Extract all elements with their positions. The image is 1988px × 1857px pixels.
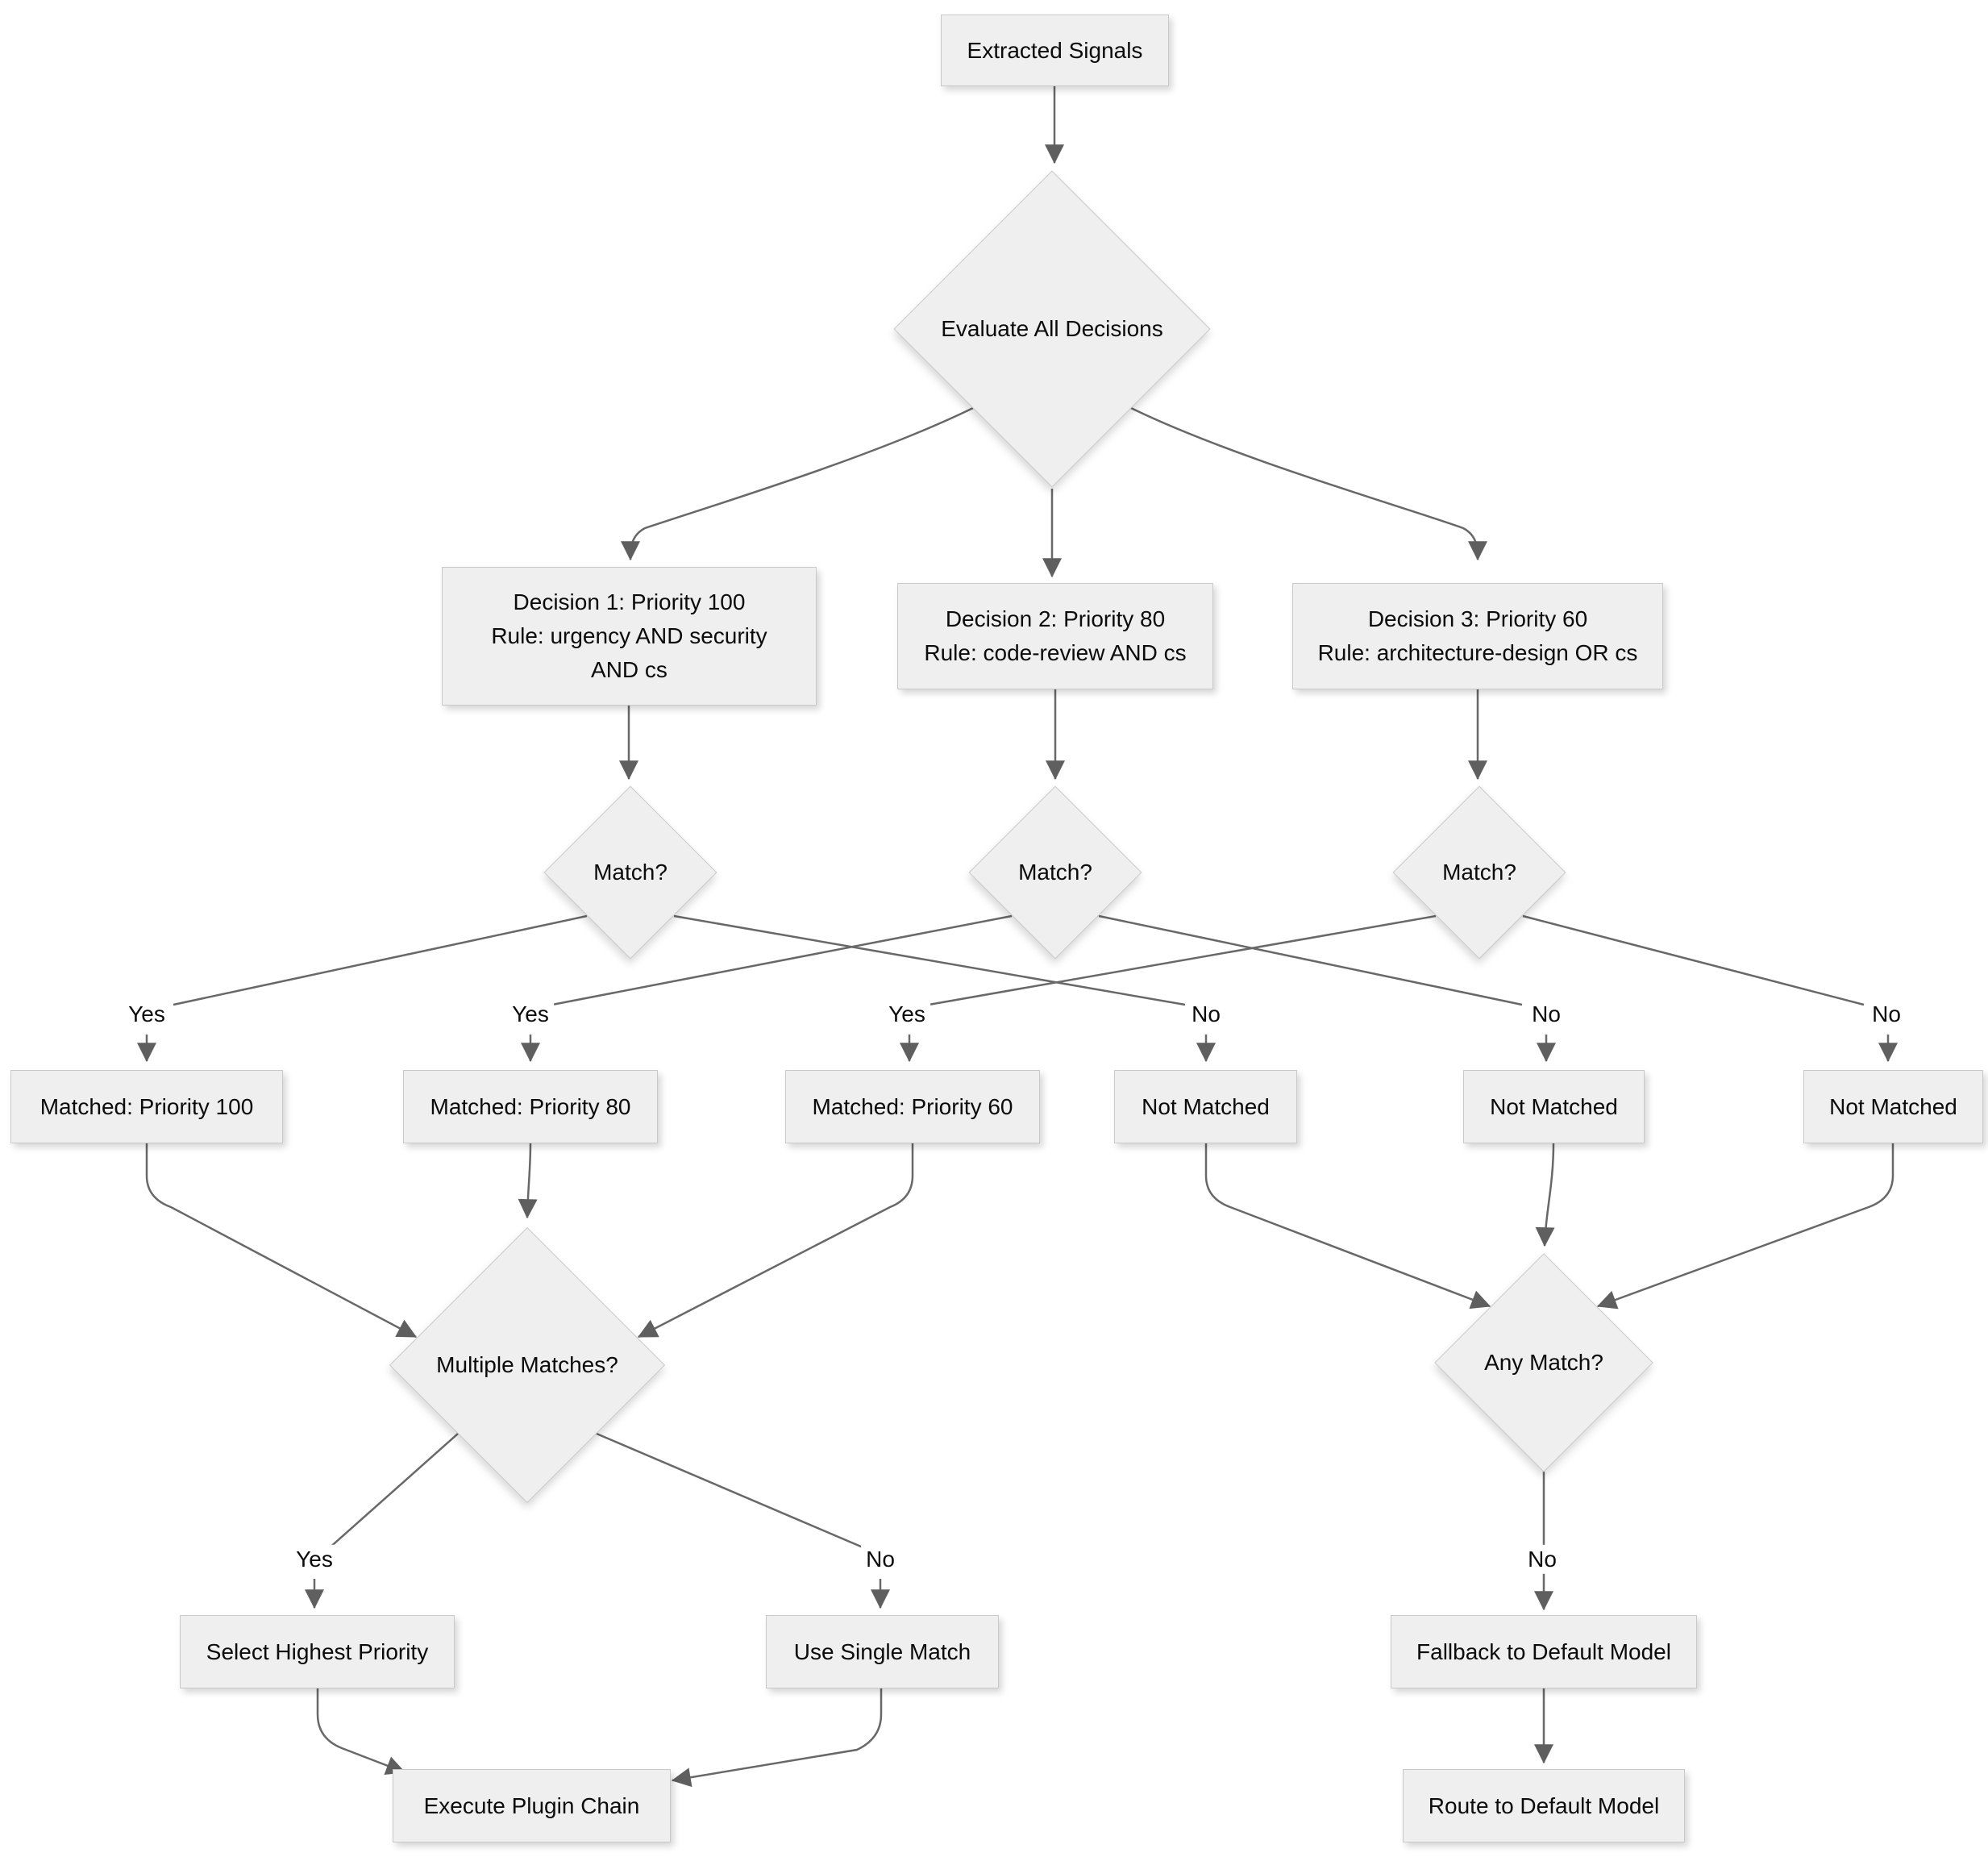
edge-label-match1-no: No bbox=[1187, 999, 1225, 1030]
node-label: Use Single Match bbox=[793, 1638, 971, 1664]
edge-match1-yes-diagonal bbox=[173, 914, 588, 1006]
edge-label-match2-no: No bbox=[1527, 999, 1566, 1030]
node-label: Not Matched bbox=[1490, 1093, 1618, 1119]
node-label-line1: Decision 3: Priority 60 bbox=[1367, 606, 1588, 631]
node-decision-2: Decision 2: Priority 80 Rule: code-revie… bbox=[897, 583, 1213, 689]
node-label: Execute Plugin Chain bbox=[423, 1792, 640, 1818]
edge-match3-no-diagonal bbox=[1522, 914, 1865, 1006]
node-not-matched-2: Not Matched bbox=[1463, 1070, 1645, 1143]
edge-multi-yes-diagonal bbox=[327, 1433, 459, 1550]
node-match-1: Match? bbox=[543, 785, 717, 960]
edge-matched80-multi bbox=[518, 1143, 538, 1219]
node-label-line2: Rule: urgency AND security bbox=[491, 623, 767, 648]
edge-evaluate-decision3 bbox=[1130, 406, 1487, 561]
edge-matched100-multi bbox=[145, 1143, 418, 1339]
node-route-default-model: Route to Default Model bbox=[1403, 1769, 1685, 1842]
node-label: Extracted Signals bbox=[967, 37, 1143, 63]
node-label-line2: Rule: code-review AND cs bbox=[924, 640, 1187, 665]
node-matched-priority-80: Matched: Priority 80 bbox=[403, 1070, 658, 1143]
node-fallback-default-model: Fallback to Default Model bbox=[1391, 1615, 1697, 1688]
node-label: Matched: Priority 80 bbox=[430, 1093, 631, 1119]
node-any-match: Any Match? bbox=[1434, 1253, 1653, 1472]
edge-match3-yes-diagonal bbox=[928, 914, 1437, 1006]
node-extracted-signals: Extracted Signals bbox=[941, 15, 1169, 86]
edge-evaluate-decision1 bbox=[621, 406, 974, 561]
node-label-line3: AND cs bbox=[591, 657, 668, 682]
node-label-line1: Decision 2: Priority 80 bbox=[945, 606, 1166, 631]
node-not-matched-3: Not Matched bbox=[1803, 1070, 1983, 1143]
node-decision-1: Decision 1: Priority 100 Rule: urgency A… bbox=[442, 567, 817, 706]
edge-multi-no-diagonal bbox=[596, 1432, 867, 1551]
node-label: Matched: Priority 60 bbox=[812, 1093, 1013, 1119]
node-select-highest-priority: Select Highest Priority bbox=[180, 1615, 455, 1688]
edge-match2-no-diagonal bbox=[1098, 914, 1523, 1006]
edge-selecthighest-execute bbox=[316, 1688, 406, 1776]
node-match-3: Match? bbox=[1392, 785, 1566, 960]
node-label: Match? bbox=[1442, 860, 1516, 885]
node-multiple-matches: Multiple Matches? bbox=[389, 1226, 666, 1504]
node-decision-3: Decision 3: Priority 60 Rule: architectu… bbox=[1292, 583, 1663, 689]
node-use-single-match: Use Single Match bbox=[766, 1615, 999, 1688]
node-match-2: Match? bbox=[968, 785, 1142, 960]
edge-label-match3-no: No bbox=[1867, 999, 1906, 1030]
edge-label-any-no: No bbox=[1523, 1544, 1562, 1575]
node-evaluate-all-decisions: Evaluate All Decisions bbox=[893, 170, 1211, 488]
node-execute-plugin-chain: Execute Plugin Chain bbox=[393, 1769, 671, 1842]
node-label: Not Matched bbox=[1142, 1093, 1270, 1119]
node-label: Select Highest Priority bbox=[206, 1638, 429, 1664]
node-label: Fallback to Default Model bbox=[1416, 1638, 1671, 1664]
edge-notmatched3-any bbox=[1596, 1143, 1894, 1309]
edge-label-match1-yes: Yes bbox=[123, 999, 170, 1030]
edge-matched60-multi bbox=[637, 1143, 914, 1339]
node-matched-priority-60: Matched: Priority 60 bbox=[785, 1070, 1040, 1143]
node-matched-priority-100: Matched: Priority 100 bbox=[10, 1070, 283, 1143]
node-label: Route to Default Model bbox=[1428, 1792, 1660, 1818]
node-not-matched-1: Not Matched bbox=[1114, 1070, 1297, 1143]
node-label: Multiple Matches? bbox=[436, 1352, 618, 1377]
edge-notmatched2-any bbox=[1535, 1143, 1555, 1247]
node-label: Matched: Priority 100 bbox=[40, 1093, 254, 1119]
node-label-line1: Decision 1: Priority 100 bbox=[513, 589, 746, 614]
node-label: Any Match? bbox=[1484, 1350, 1603, 1375]
edge-label-multi-no: No bbox=[861, 1544, 900, 1575]
node-label: Match? bbox=[593, 860, 668, 885]
edge-usesingle-execute bbox=[671, 1688, 883, 1788]
edge-match1-no-diagonal bbox=[673, 914, 1186, 1006]
node-label: Not Matched bbox=[1829, 1093, 1957, 1119]
edge-label-match2-yes: Yes bbox=[507, 999, 554, 1030]
edge-label-multi-yes: Yes bbox=[291, 1544, 338, 1575]
node-label: Evaluate All Decisions bbox=[941, 316, 1163, 341]
node-label: Match? bbox=[1018, 860, 1092, 885]
edge-label-match3-yes: Yes bbox=[884, 999, 930, 1030]
edge-notmatched1-any bbox=[1204, 1143, 1491, 1309]
edge-match2-yes-diagonal bbox=[551, 914, 1013, 1006]
node-label-line2: Rule: architecture-design OR cs bbox=[1317, 640, 1638, 665]
